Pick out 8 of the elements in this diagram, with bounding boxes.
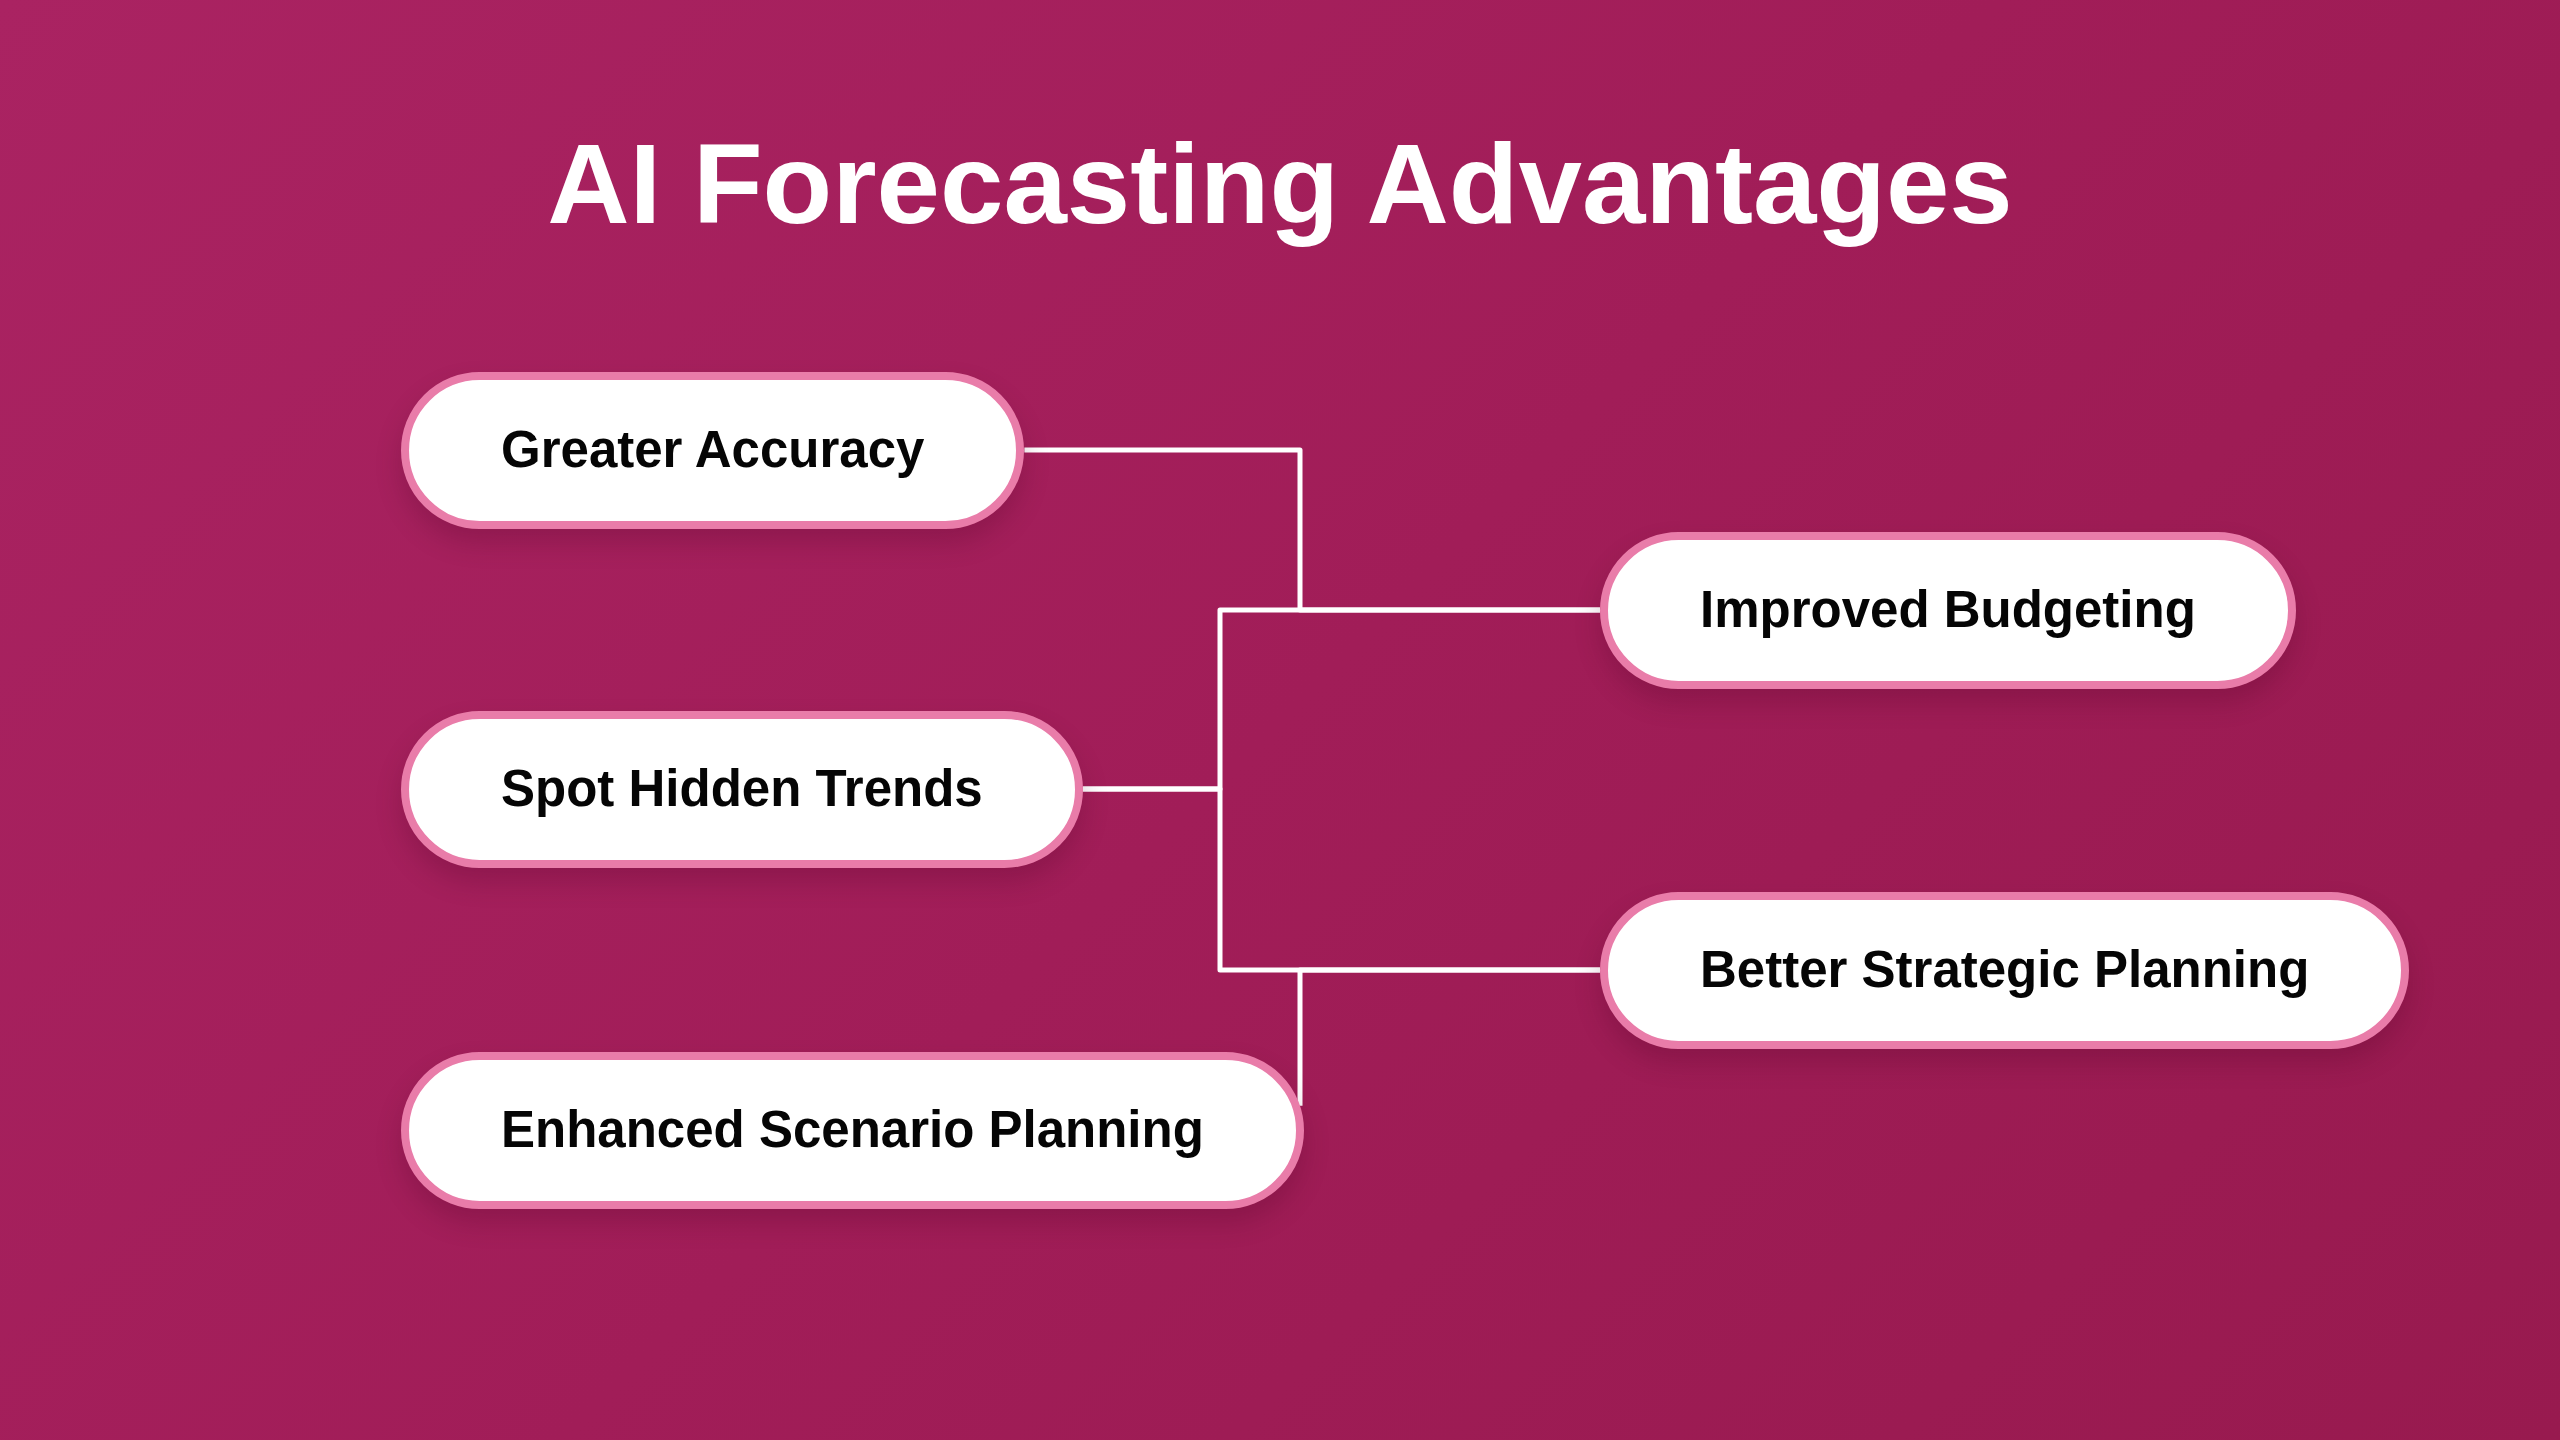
advantage-label: Enhanced Scenario Planning — [501, 1100, 1204, 1161]
connector-line — [1297, 967, 1600, 1106]
title: AI Forecasting Advantages — [547, 119, 2013, 249]
advantage-label: Greater Accuracy — [501, 420, 925, 481]
advantage-label: Spot Hidden Trends — [501, 759, 983, 820]
advantage-label: Improved Budgeting — [1700, 580, 2196, 641]
advantage-pill — [401, 1051, 1304, 1209]
advantage-label: Better Strategic Planning — [1700, 940, 2310, 1001]
